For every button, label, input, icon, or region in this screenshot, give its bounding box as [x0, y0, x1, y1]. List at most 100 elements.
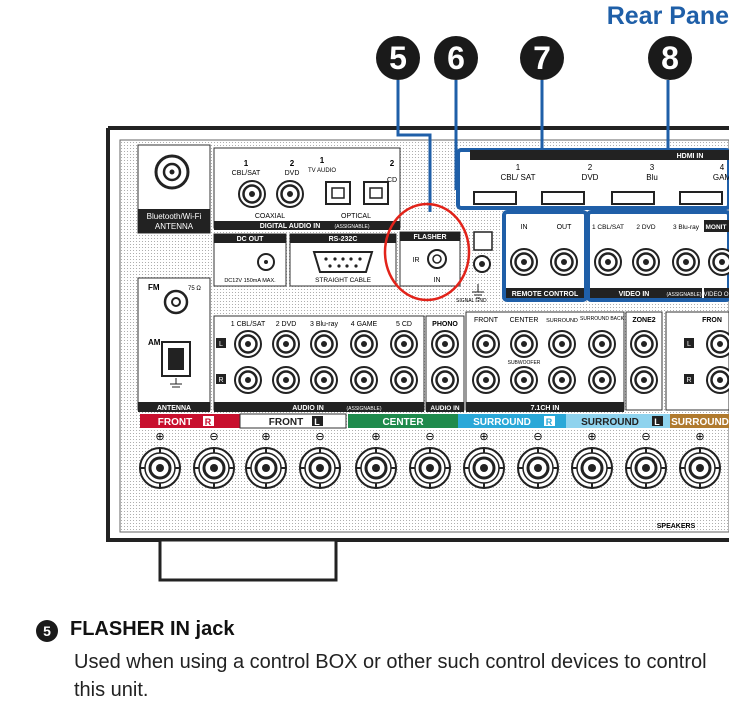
svg-text:1 CBL/SAT: 1 CBL/SAT: [231, 321, 266, 328]
svg-text:CD: CD: [387, 177, 397, 184]
svg-text:IR: IR: [413, 257, 420, 264]
svg-text:3 Blu-ray: 3 Blu-ray: [673, 224, 700, 231]
svg-text:DIGITAL AUDIO IN: DIGITAL AUDIO IN: [260, 223, 321, 230]
svg-text:7.1CH IN: 7.1CH IN: [531, 405, 560, 412]
callout-8-badge: 8: [648, 36, 692, 80]
svg-text:VIDEO IN: VIDEO IN: [619, 291, 650, 298]
svg-text:DC OUT: DC OUT: [237, 236, 265, 243]
svg-text:SURROUND BACK: SURROUND BACK: [580, 316, 625, 322]
svg-text:DVD: DVD: [582, 173, 599, 182]
svg-text:L: L: [314, 417, 320, 427]
svg-text:1: 1: [244, 159, 249, 168]
svg-text:IN: IN: [521, 224, 528, 231]
bt-antenna-text: Bluetooth/Wi-Fi: [147, 212, 202, 221]
svg-text:⊖: ⊖: [425, 431, 434, 443]
svg-text:3 Blu-ray: 3 Blu-ray: [310, 321, 339, 328]
svg-text:SURROUND: SURROUND: [671, 417, 729, 428]
svg-text:COAXIAL: COAXIAL: [255, 213, 285, 220]
svg-text:MONIT: MONIT: [706, 224, 727, 231]
svg-text:1: 1: [516, 163, 521, 172]
svg-text:⊖: ⊖: [641, 431, 650, 443]
svg-text:REMOTE CONTROL: REMOTE CONTROL: [512, 291, 579, 298]
svg-text:2 DVD: 2 DVD: [276, 321, 297, 328]
svg-text:5 CD: 5 CD: [396, 321, 412, 328]
svg-text:FLASHER: FLASHER: [413, 234, 446, 241]
svg-text:FRONT: FRONT: [474, 317, 499, 324]
svg-text:⊖: ⊖: [533, 431, 542, 443]
svg-text:⊖: ⊖: [209, 431, 218, 443]
ch71-block: [465, 311, 625, 411]
svg-text:CBL/ SAT: CBL/ SAT: [501, 173, 536, 182]
svg-text:FRONT: FRONT: [158, 417, 192, 428]
svg-text:2: 2: [290, 159, 295, 168]
svg-text:FRON: FRON: [702, 317, 722, 324]
svg-text:CBL/SAT: CBL/SAT: [232, 170, 261, 177]
speaker-band-surround-back: [670, 414, 729, 428]
svg-text:DVD: DVD: [285, 170, 300, 177]
bt-antenna-label: ANTENNA: [155, 222, 194, 231]
chassis-outline: [106, 126, 729, 542]
svg-text:⊕: ⊕: [371, 431, 380, 443]
speaker-band-center: [348, 414, 458, 428]
svg-text:(ASSIGNABLE): (ASSIGNABLE): [334, 224, 369, 230]
svg-text:RS-232C: RS-232C: [329, 236, 358, 243]
svg-text:FRONT: FRONT: [269, 417, 303, 428]
audio-in-block: [213, 315, 425, 411]
callout-5-line: [396, 80, 432, 212]
svg-text:CENTER: CENTER: [382, 417, 424, 428]
svg-text:SURROUND: SURROUND: [546, 318, 578, 324]
svg-text:DC12V 150mA MAX.: DC12V 150mA MAX.: [224, 278, 276, 284]
front-out-block: [665, 311, 729, 411]
svg-text:SIGNAL GND: SIGNAL GND: [456, 298, 487, 304]
svg-text:(ASSIGNABLE): (ASSIGNABLE): [346, 406, 381, 412]
svg-text:AUDIO IN: AUDIO IN: [430, 405, 460, 412]
svg-text:AUDIO IN: AUDIO IN: [292, 405, 324, 412]
rear-panel-illustration: Bluetooth/Wi-Fi ANTENNA 1 CBL/SAT 2 DVD …: [106, 80, 729, 582]
svg-text:3: 3: [650, 163, 655, 172]
svg-text:ZONE2: ZONE2: [632, 317, 655, 324]
description-heading: FLASHER IN jack: [70, 618, 235, 640]
svg-text:2: 2: [588, 163, 593, 172]
speaker-band-surround-l: [566, 414, 670, 428]
svg-text:OPTICAL: OPTICAL: [341, 213, 371, 220]
callout-7-badge: 7: [520, 36, 564, 80]
description-body: Used when using a control BOX or other s…: [74, 651, 707, 701]
svg-text:R: R: [546, 417, 553, 427]
svg-text:L: L: [654, 417, 660, 427]
svg-text:OUT: OUT: [557, 224, 573, 231]
svg-text:IN: IN: [434, 277, 441, 284]
speakers-label: SPEAKERS: [657, 523, 696, 530]
svg-text:⊖: ⊖: [315, 431, 324, 443]
svg-text:HDMI IN: HDMI IN: [677, 153, 704, 160]
svg-text:⊕: ⊕: [587, 431, 596, 443]
callout-5-badge: 5: [376, 36, 420, 80]
svg-text:1 CBL/SAT: 1 CBL/SAT: [592, 224, 624, 231]
svg-text:⊕: ⊕: [155, 431, 164, 443]
svg-text:R: R: [205, 417, 212, 427]
speaker-band-front-r: [140, 414, 240, 428]
svg-text:VIDEO O: VIDEO O: [703, 292, 728, 298]
svg-text:75 Ω: 75 Ω: [188, 286, 201, 292]
svg-text:SURROUND: SURROUND: [581, 417, 639, 428]
speaker-band-surround-r: [458, 414, 566, 428]
svg-text:2 DVD: 2 DVD: [636, 224, 655, 231]
svg-text:SUBWOOFER: SUBWOOFER: [508, 360, 541, 366]
svg-text:⊕: ⊕: [479, 431, 488, 443]
svg-text:AM: AM: [148, 338, 161, 347]
svg-text:ANTENNA: ANTENNA: [157, 405, 191, 412]
page-title: Rear Pane: [606, 2, 729, 30]
svg-text:R: R: [686, 377, 691, 384]
svg-text:(ASSIGNABLE): (ASSIGNABLE): [666, 292, 701, 298]
svg-text:GAM: GAM: [713, 173, 729, 182]
svg-text:1: 1: [320, 156, 325, 165]
svg-text:FM: FM: [148, 283, 160, 292]
svg-text:4: 4: [720, 163, 725, 172]
svg-text:R: R: [218, 377, 223, 384]
callout-6-badge: 6: [434, 36, 478, 80]
svg-text:L: L: [687, 341, 691, 348]
svg-text:L: L: [219, 341, 223, 348]
zone2-block: [625, 311, 663, 411]
foot: [158, 538, 338, 582]
svg-text:STRAIGHT CABLE: STRAIGHT CABLE: [315, 277, 372, 284]
svg-text:CENTER: CENTER: [510, 317, 539, 324]
